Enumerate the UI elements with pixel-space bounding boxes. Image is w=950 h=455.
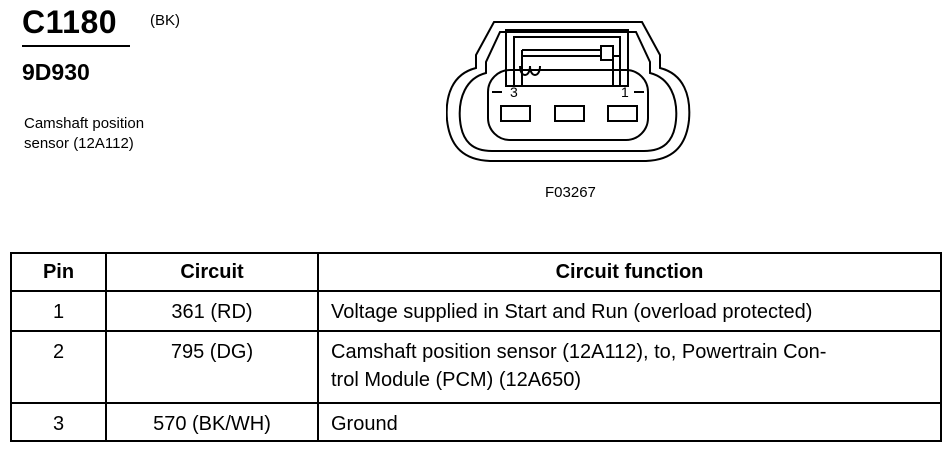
table-row: 1 361 (RD) Voltage supplied in Start and… [10,290,942,332]
pin-terminal-3 [500,105,531,122]
connector-face-diagram: 3 1 [446,21,691,162]
pin-cavity [487,69,649,141]
pin-cell: 1 [10,290,107,332]
table-row: 2 795 (DG) Camshaft position sensor (12A… [10,330,942,404]
housing-inner [458,31,678,152]
description-line-2: sensor (12A112) [24,135,134,152]
housing-outer [446,21,691,162]
pin-cell: 2 [10,330,107,404]
pin-terminal-1 [607,105,638,122]
connector-id: C1180 [22,4,118,40]
pin-table: Pin Circuit Circuit function 1 361 (RD) … [10,252,942,442]
description-line-1: Camshaft position [24,115,145,132]
title-underline [22,45,130,47]
connector-description: Camshaft position sensor (12A112) [24,114,144,154]
pin-label-3: 3 [510,84,518,100]
header-circuit: Circuit [105,252,319,292]
function-line-1: Voltage supplied in Start and Run (overl… [331,301,813,323]
pin-terminal-2 [554,105,585,122]
function-line-1: Ground [331,413,398,435]
circuit-cell: 570 (BK/WH) [105,402,319,442]
function-cell: Camshaft position sensor (12A112), to, P… [317,330,942,404]
function-cell: Ground [317,402,942,442]
figure-id: F03267 [545,184,596,201]
latch-inner [513,36,621,87]
pin-cell: 3 [10,402,107,442]
circuit-cell: 795 (DG) [105,330,319,404]
function-cell: Voltage supplied in Start and Run (overl… [317,290,942,332]
header-pin: Pin [10,252,107,292]
header-circuit-function: Circuit function [317,252,942,292]
table-header-row: Pin Circuit Circuit function [10,252,942,292]
pin-label-1: 1 [621,84,629,100]
connector-color: (BK) [150,12,180,29]
latch-frame [505,29,629,87]
function-line-1: Camshaft position sensor (12A112), to, P… [331,341,827,363]
table-row: 3 570 (BK/WH) Ground [10,402,942,442]
circuit-cell: 361 (RD) [105,290,319,332]
function-line-2: trol Module (PCM) (12A650) [331,369,582,391]
part-number: 9D930 [22,59,90,85]
